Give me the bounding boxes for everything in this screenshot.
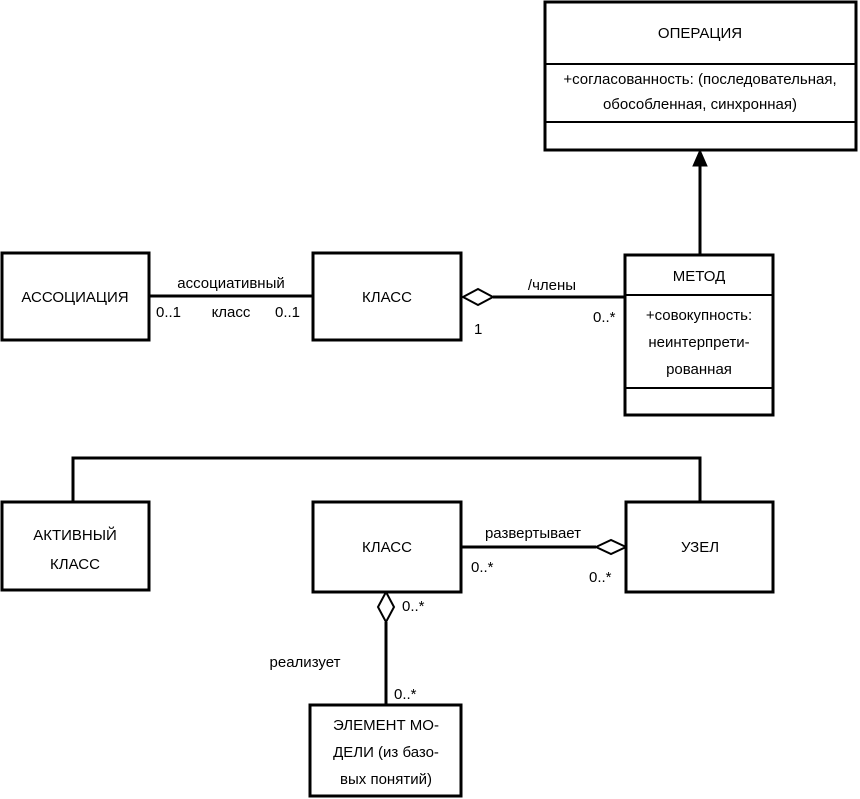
members-mult-class: 1 (474, 321, 482, 338)
active-class-node-line (71, 456, 702, 502)
operation-class[interactable]: ОПЕРАЦИЯ +согласованность: (последовател… (543, 0, 858, 152)
operation-name: ОПЕРАЦИЯ (658, 25, 742, 42)
association-name: АССОЦИАЦИЯ (21, 289, 128, 306)
class-top-name: КЛАСС (362, 289, 412, 306)
method-attr-line3: рованная (666, 361, 732, 378)
association-class[interactable]: АССОЦИАЦИЯ (0, 251, 151, 342)
generalization-method-operation (692, 148, 708, 255)
deploys-label: развертывает (485, 525, 581, 542)
assoc-class-label-line1: ассоциативный (177, 275, 285, 292)
realizes-mult-class: 0..* (402, 598, 425, 615)
assoc-mult-left: 0..1 (156, 304, 181, 321)
active-class-line1: АКТИВНЫЙ (33, 526, 117, 544)
model-element-line3: вых понятий) (340, 771, 432, 788)
active-class[interactable]: АКТИВНЫЙ КЛАСС (0, 500, 151, 592)
realizes-label: реализует (270, 654, 341, 671)
active-class-line2: КЛАСС (50, 556, 100, 573)
operation-attr-line2: обособленная, синхронная) (603, 96, 797, 113)
members-aggregation (460, 287, 625, 307)
node-name: УЗЕЛ (681, 539, 719, 556)
assoc-mult-right: 0..1 (275, 304, 300, 321)
deploys-aggregation (461, 538, 629, 556)
class-top[interactable]: КЛАСС (311, 251, 463, 342)
generalization-arrowhead (692, 148, 708, 167)
aggregation-diamond-node (593, 538, 629, 556)
aggregation-diamond-bottom (376, 589, 396, 625)
assoc-class-label-line2: класс (212, 304, 251, 321)
model-element-line2: ДЕЛИ (из базо- (333, 744, 439, 761)
node-class[interactable]: УЗЕЛ (624, 500, 775, 594)
class-bottom[interactable]: КЛАСС (311, 500, 463, 594)
model-element-line1: ЭЛЕМЕНТ МО- (333, 717, 439, 734)
realizes-aggregation (376, 589, 396, 705)
deploys-mult-node: 0..* (589, 569, 612, 586)
operation-attr-line1: +согласованность: (последовательная, (563, 71, 836, 88)
method-attr-line2: неинтерпрети- (648, 334, 749, 351)
method-attr-line1: +совокупность: (646, 307, 752, 324)
method-class[interactable]: МЕТОД +совокупность: неинтерпрети- рован… (623, 253, 775, 417)
method-name: МЕТОД (673, 268, 726, 285)
members-label: /члены (528, 277, 576, 294)
aggregation-diamond-top (460, 287, 496, 307)
class-bottom-name: КЛАСС (362, 539, 412, 556)
deploys-mult-class: 0..* (471, 559, 494, 576)
model-element-class[interactable]: ЭЛЕМЕНТ МО- ДЕЛИ (из базо- вых понятий) (308, 703, 463, 798)
realizes-mult-element: 0..* (394, 686, 417, 703)
members-mult-method: 0..* (593, 309, 616, 326)
